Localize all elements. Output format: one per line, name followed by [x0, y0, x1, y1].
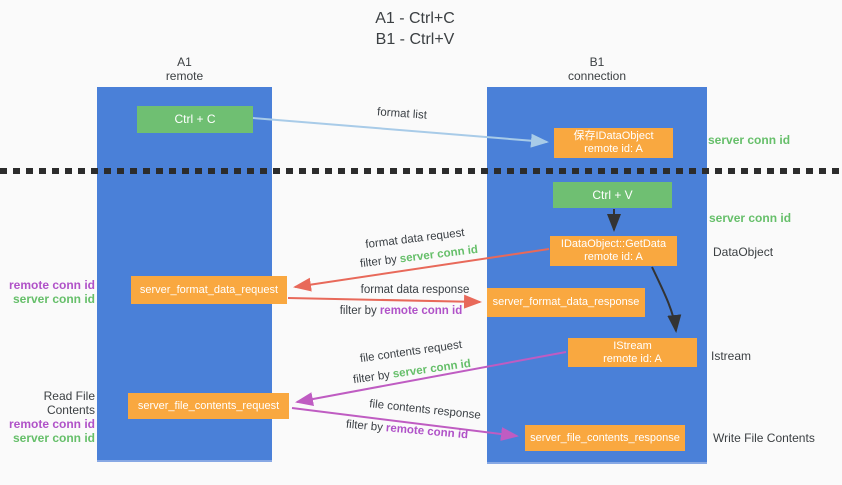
- filter-by-text: filter by: [339, 305, 377, 317]
- idataobject-getdata-node: IDataObject::GetData remote id: A: [550, 236, 677, 266]
- left-conn-id-labels-1: remote conn id server conn id: [0, 278, 95, 306]
- diagram-title: A1 - Ctrl+C B1 - Ctrl+V: [330, 8, 500, 50]
- server-format-data-response-node: server_format_data_response: [487, 288, 645, 317]
- remote-conn-id-label-2: remote conn id: [8, 417, 95, 431]
- save-idataobject-node: 保存IDataObject remote id: A: [554, 128, 673, 158]
- title-line-b1: B1 - Ctrl+V: [375, 31, 455, 48]
- server-format-data-request-node: server_format_data_request: [131, 276, 287, 304]
- lane-b1-subtitle: connection: [567, 69, 627, 83]
- remote-conn-id-label-1: remote conn id: [8, 278, 95, 292]
- format-data-response-edge-label: format data response: [360, 284, 470, 296]
- server-conn-id-label-2: server conn id: [12, 431, 95, 445]
- save-idataobject-line2: remote id: A: [584, 143, 643, 155]
- server-conn-id-text: server conn id: [392, 357, 472, 381]
- server-file-contents-request-node: server_file_contents_request: [128, 393, 289, 419]
- getdata-line1: IDataObject::GetData: [560, 238, 667, 250]
- filter-by-text: filter by: [352, 369, 391, 387]
- session-divider-dotted-line: [0, 168, 842, 174]
- lane-a1-subtitle: remote: [165, 69, 204, 83]
- server-conn-id-label-top: server conn id: [708, 133, 791, 147]
- server-file-contents-response-node: server_file_contents_response: [525, 425, 685, 451]
- lane-header-b1: B1 connection: [487, 55, 707, 83]
- istream-line1: IStream: [613, 339, 652, 352]
- dataobject-label: DataObject: [713, 245, 774, 259]
- lane-header-a1: A1 remote: [97, 55, 272, 83]
- lane-a1-name: A1: [177, 55, 192, 69]
- filter-by-text: filter by: [345, 418, 384, 434]
- left-conn-id-labels-2: Read File Contents remote conn id server…: [0, 389, 95, 445]
- write-file-contents-label: Write File Contents: [713, 431, 815, 445]
- server-conn-id-label-mid: server conn id: [709, 211, 792, 225]
- ctrl-c-node: Ctrl + C: [137, 106, 253, 133]
- read-file-contents-label: Read File Contents: [43, 389, 95, 417]
- istream-side-label: Istream: [711, 349, 752, 363]
- server-conn-id-label-1: server conn id: [12, 292, 95, 306]
- format-list-edge-label: format list: [376, 106, 428, 122]
- server-conn-id-text: server conn id: [399, 243, 479, 266]
- ctrl-v-node: Ctrl + V: [553, 182, 672, 208]
- remote-conn-id-text: remote conn id: [379, 305, 463, 317]
- title-line-a1: A1 - Ctrl+C: [375, 10, 455, 27]
- istream-line2: remote id: A: [603, 352, 662, 365]
- filter-by-text: filter by: [359, 253, 398, 271]
- getdata-line2: remote id: A: [584, 251, 643, 263]
- lane-b1-name: B1: [589, 55, 605, 69]
- file-contents-response-edge-label: file contents response: [368, 398, 482, 422]
- remote-conn-id-text: remote conn id: [385, 422, 469, 442]
- istream-node: IStream remote id: A: [568, 338, 697, 367]
- save-idataobject-line1: 保存IDataObject: [573, 130, 654, 142]
- format-data-response-arrow: [287, 294, 482, 309]
